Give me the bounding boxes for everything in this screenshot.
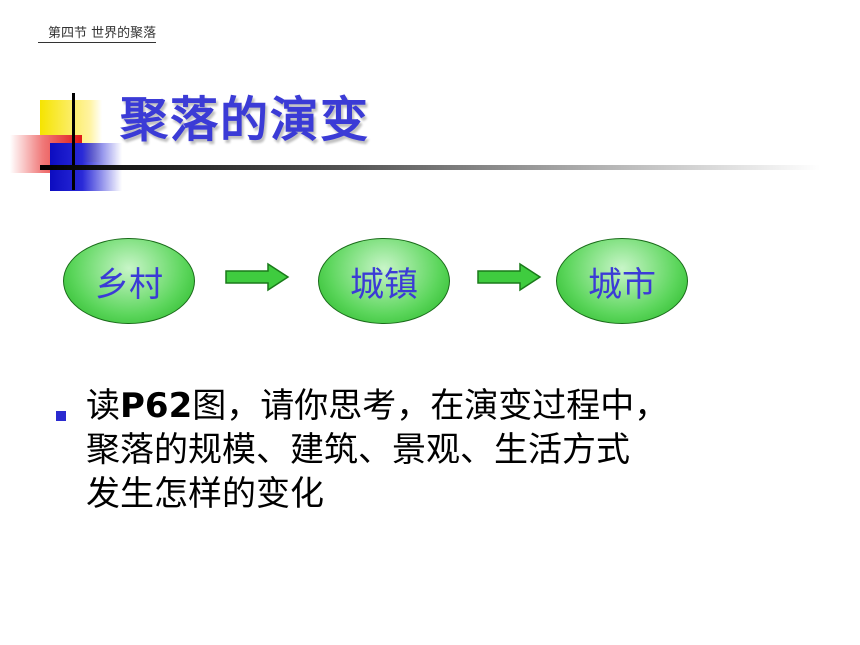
stage-village: 乡村	[63, 238, 195, 324]
arrow-right-icon	[477, 262, 542, 292]
stage-town: 城镇	[318, 238, 450, 324]
arrow-right-icon	[225, 262, 290, 292]
stage-city-label: 城市	[588, 264, 656, 305]
slide-title: 聚落的演变	[120, 92, 371, 148]
section-header: 第四节 世界的聚落	[38, 22, 157, 43]
question-line-1: 读P62图，请你思考，在演变过程中，	[86, 384, 668, 428]
title-rule	[40, 165, 820, 170]
stage-town-label: 城镇	[350, 264, 418, 305]
question-text: 读P62图，请你思考，在演变过程中， 聚落的规模、建筑、景观、生活方式 发生怎样…	[86, 384, 668, 516]
vertical-line	[72, 93, 75, 190]
question-prefix: 读	[86, 386, 120, 426]
question-line-1-rest: 图，请你思考，在演变过程中，	[192, 386, 669, 426]
bullet-square-icon	[56, 411, 66, 421]
page-reference: P62	[120, 386, 193, 426]
stage-village-label: 乡村	[95, 264, 163, 305]
question-line-2: 聚落的规模、建筑、景观、生活方式	[86, 430, 630, 470]
stage-city: 城市	[556, 238, 688, 324]
question-line-3: 发生怎样的变化	[86, 474, 324, 514]
